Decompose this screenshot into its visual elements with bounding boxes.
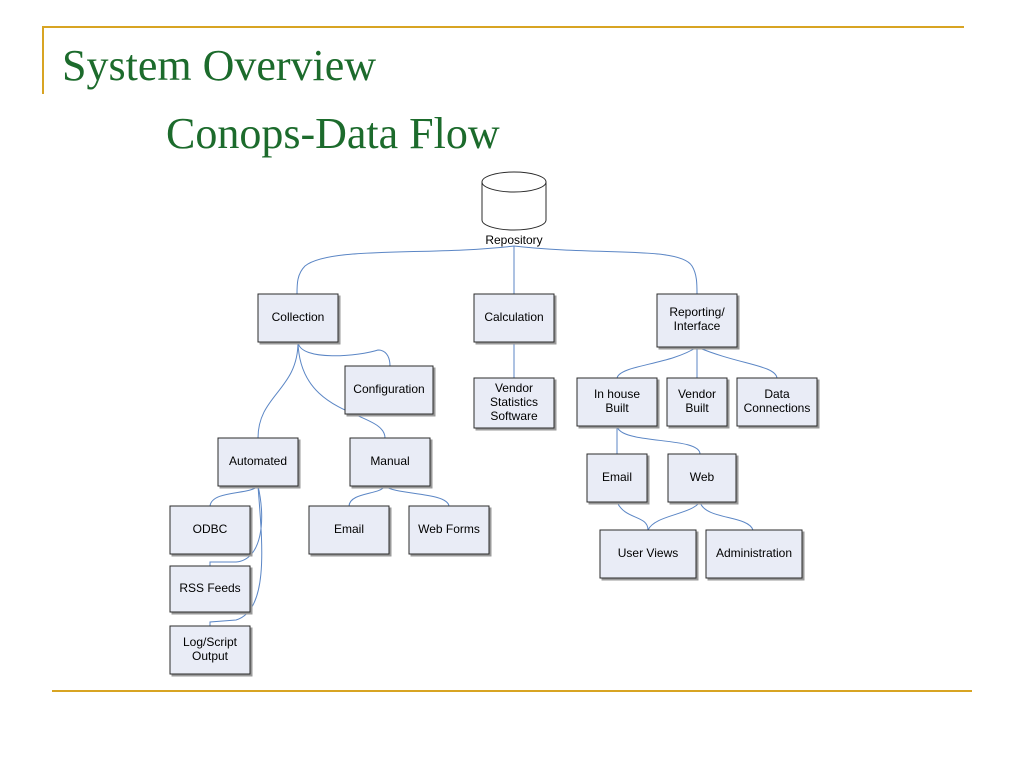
node-collection: Collection [257, 293, 339, 343]
edge-web-administration [699, 501, 754, 531]
node-manual: Manual [349, 437, 431, 487]
node-odbc-label: ODBC [193, 522, 228, 536]
edge-repo-reporting [513, 245, 698, 295]
node-web-forms-label: Web Forms [418, 522, 480, 536]
node-configuration: Configuration [344, 365, 434, 415]
connectors [209, 245, 778, 626]
node-administration-label: Administration [716, 546, 792, 560]
bottom-rule [52, 690, 972, 692]
node-user-views: User Views [599, 529, 697, 579]
edge-web-userviews [647, 501, 701, 531]
node-user-views-label: User Views [618, 546, 678, 560]
node-administration: Administration [705, 529, 803, 579]
node-email-report: Email [586, 453, 648, 503]
node-rss-label: RSS Feeds [179, 581, 240, 595]
top-rule [42, 26, 964, 28]
slide-subtitle: Conops-Data Flow [166, 109, 500, 158]
node-web-label: Web [690, 470, 715, 484]
edge-collection-manual [297, 341, 386, 439]
node-reporting-interface: Reporting/Interface [656, 293, 738, 348]
node-automated: Automated [217, 437, 299, 487]
slide-title: System Overview [62, 41, 377, 90]
node-email-report-label: Email [602, 470, 632, 484]
node-automated-label: Automated [229, 454, 287, 468]
edge-inhouse-web [616, 425, 701, 455]
node-manual-label: Manual [370, 454, 409, 468]
edge-email-userviews [616, 501, 649, 531]
edge-automated-rss [209, 485, 263, 566]
edge-automated-log [209, 485, 263, 626]
node-calculation: Calculation [473, 293, 555, 343]
database-icon [481, 182, 547, 231]
edge-collection-configuration [297, 341, 391, 367]
node-collection-label: Collection [272, 310, 325, 324]
node-calculation-label: Calculation [484, 310, 543, 324]
node-web: Web [667, 453, 737, 503]
edge-reporting-dataconnections [696, 346, 778, 379]
edge-automated-odbc [209, 485, 259, 507]
node-email-manual: Email [308, 505, 390, 555]
edge-manual-webforms [384, 485, 450, 507]
edge-reporting-inhouse [616, 346, 698, 379]
node-email-manual-label: Email [334, 522, 364, 536]
edge-manual-email [348, 485, 386, 507]
left-rule [42, 26, 44, 94]
node-rss-feeds: RSS Feeds [169, 565, 251, 613]
node-web-forms: Web Forms [408, 505, 490, 555]
node-reporting-label: Reporting/Interface [669, 305, 725, 333]
repository-label: Repository [485, 233, 542, 247]
node-configuration-label: Configuration [353, 382, 424, 396]
node-odbc: ODBC [169, 505, 251, 555]
edge-repo-collection [296, 245, 515, 295]
edge-collection-automated [257, 341, 299, 439]
repository-node: Repository [481, 171, 547, 247]
